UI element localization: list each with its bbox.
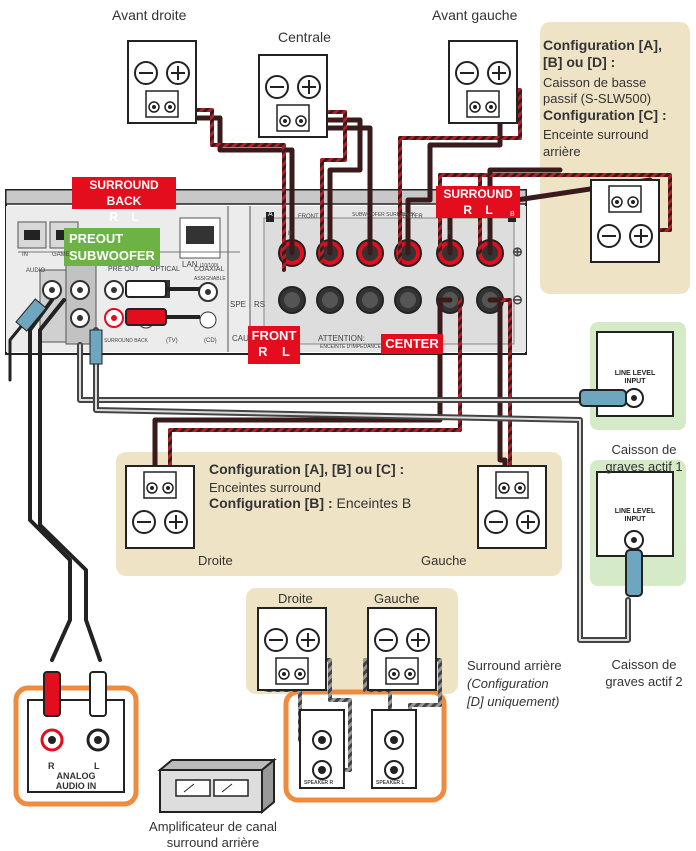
- sub1-line-level-1: LINE LEVEL: [614, 370, 656, 377]
- surround-rl: R L: [463, 203, 493, 217]
- preout-label: PREOUT SUBWOOFER: [64, 228, 160, 266]
- surround-back-rl: R L: [109, 210, 139, 224]
- sub1-line-level: LINE LEVEL INPUT: [606, 370, 664, 386]
- rear-caption-1: Surround arrière: [467, 658, 562, 673]
- active-sub-1: [579, 331, 674, 417]
- speaker-front-right: [127, 40, 197, 124]
- panel-front-small: FRONT: [298, 214, 319, 220]
- panel-cau: CAU: [232, 334, 249, 343]
- panel-r-front: R: [288, 231, 293, 237]
- panel-a: A: [268, 211, 273, 218]
- amp-terminals: [299, 709, 417, 789]
- panel-r-surr: R: [447, 231, 452, 237]
- panel-pre-out: PRE OUT: [108, 266, 140, 273]
- front-text: FRONT: [251, 328, 297, 343]
- panel-attention: ATTENTION:: [318, 334, 365, 343]
- rear-right-label: Droite: [278, 591, 313, 606]
- panel-sub-surr-back: SUBWOOFER SURR BACK: [352, 212, 416, 218]
- config-top-title-c: Configuration [C] :: [543, 107, 667, 123]
- analog-in-panel: [27, 671, 125, 793]
- front-rl: R L: [258, 344, 290, 359]
- active-sub-2: [596, 471, 674, 597]
- speaker-rear-left: [367, 607, 437, 691]
- panel-game: GAME: [52, 252, 70, 258]
- panel-l-surr: L: [487, 231, 491, 237]
- middle-box-bg: [116, 452, 562, 576]
- sub2-caption-2: graves actif 2: [605, 674, 683, 689]
- sub2-caption-1: Caisson de: [611, 657, 677, 672]
- analog-r: R: [48, 761, 55, 771]
- middle-text-1: Enceintes surround: [209, 480, 322, 495]
- panel-optical: OPTICAL: [150, 266, 180, 273]
- panel-rs: RS: [254, 300, 266, 309]
- config-top-line1: Caisson de basse: [543, 75, 647, 90]
- sub-cables: [8, 298, 631, 662]
- panel-minus: ⊖: [512, 292, 523, 307]
- speaker-center: [258, 54, 328, 138]
- speaker-surround-left: [477, 465, 547, 549]
- sub1-caption-1: Caisson de: [611, 442, 677, 457]
- panel-spe: SPE: [230, 300, 247, 309]
- panel-impedance: ENCEINTE D'IMPEDANCE: [320, 344, 381, 350]
- panel-tv: (TV): [166, 338, 178, 344]
- config-top-line3: Enceinte surround: [543, 127, 649, 142]
- panel-center-small: CENTER: [398, 214, 423, 220]
- middle-title-2: Configuration [B] :: [209, 495, 333, 511]
- center-tag: CENTER: [381, 334, 443, 354]
- panel-lan-sub: (10/100): [199, 263, 219, 269]
- middle-line-2: Configuration [B] : Enceintes B: [209, 495, 411, 512]
- rear-caption-3: [D] uniquement): [467, 694, 560, 709]
- amp-caption-1: Amplificateur de canal: [149, 819, 277, 834]
- middle-right-label: Droite: [198, 553, 233, 568]
- analog-l: L: [94, 761, 100, 771]
- panel-lan-text: LAN: [182, 260, 198, 269]
- middle-text-2: Enceintes B: [332, 495, 412, 511]
- panel-b: B: [510, 211, 515, 218]
- panel-coaxial: COAXIAL: [194, 266, 225, 273]
- config-top-line4: arrière: [543, 144, 581, 159]
- panel-audio: AUDIO: [26, 268, 46, 274]
- sub2-line-level: LINE LEVEL INPUT: [606, 508, 664, 524]
- sub2-line-level-1: LINE LEVEL: [614, 508, 656, 515]
- rca-plugs: [15, 280, 200, 365]
- panel-cd: (CD): [204, 338, 217, 344]
- surround-label: SURROUND R L: [436, 186, 520, 218]
- panel-plus: ⊕: [512, 244, 523, 259]
- analog-text-1: ANALOG: [56, 771, 96, 781]
- center-label: Centrale: [278, 29, 331, 45]
- surround-back-label: SURROUND BACK R L: [72, 177, 176, 224]
- front-right-label: Avant droite: [112, 7, 187, 23]
- rear-amplifier: [157, 757, 277, 815]
- speaker-surround-right: [125, 465, 195, 549]
- speaker-sub-passive: [590, 179, 660, 263]
- panel-assignable: ASSIGNABLE: [194, 276, 226, 282]
- speaker-rear-right: [257, 607, 327, 691]
- panel-l-front: L: [327, 231, 331, 237]
- rear-caption-2: (Configuration: [467, 676, 549, 691]
- rear-left-label: Gauche: [374, 591, 420, 606]
- surround-text: SURROUND: [443, 187, 513, 201]
- preout-subwoofer-text: SUBWOOFER: [69, 248, 155, 263]
- sub1-caption-2: graves actif 1: [605, 459, 683, 474]
- config-top-title-1: Configuration [A],: [543, 37, 662, 53]
- middle-left-label: Gauche: [421, 553, 467, 568]
- panel-surround-back-small: SURROUND BACK: [104, 338, 148, 344]
- analog-text-2: AUDIO IN: [55, 781, 97, 791]
- middle-title-1: Configuration [A], [B] ou [C] :: [209, 461, 405, 477]
- surround-back-text: SURROUND BACK: [89, 178, 159, 208]
- amp-speaker-l: SPEAKER L: [376, 780, 405, 786]
- config-top-title-2: [B] ou [D] :: [543, 54, 616, 70]
- panel-lan: LAN (10/100): [182, 260, 218, 269]
- speaker-front-left: [448, 40, 518, 124]
- amp-speaker-r: SPEAKER R: [304, 780, 334, 786]
- sub2-line-level-2: INPUT: [624, 516, 646, 523]
- sub1-line-level-2: INPUT: [624, 378, 646, 385]
- preout-text: PREOUT: [69, 231, 124, 246]
- front-label: FRONT R L: [248, 326, 300, 364]
- panel-in: IN: [22, 252, 28, 258]
- front-left-label: Avant gauche: [432, 7, 518, 23]
- config-top-line2: passif (S-SLW500): [543, 91, 652, 106]
- amp-caption-2: surround arrière: [166, 835, 260, 850]
